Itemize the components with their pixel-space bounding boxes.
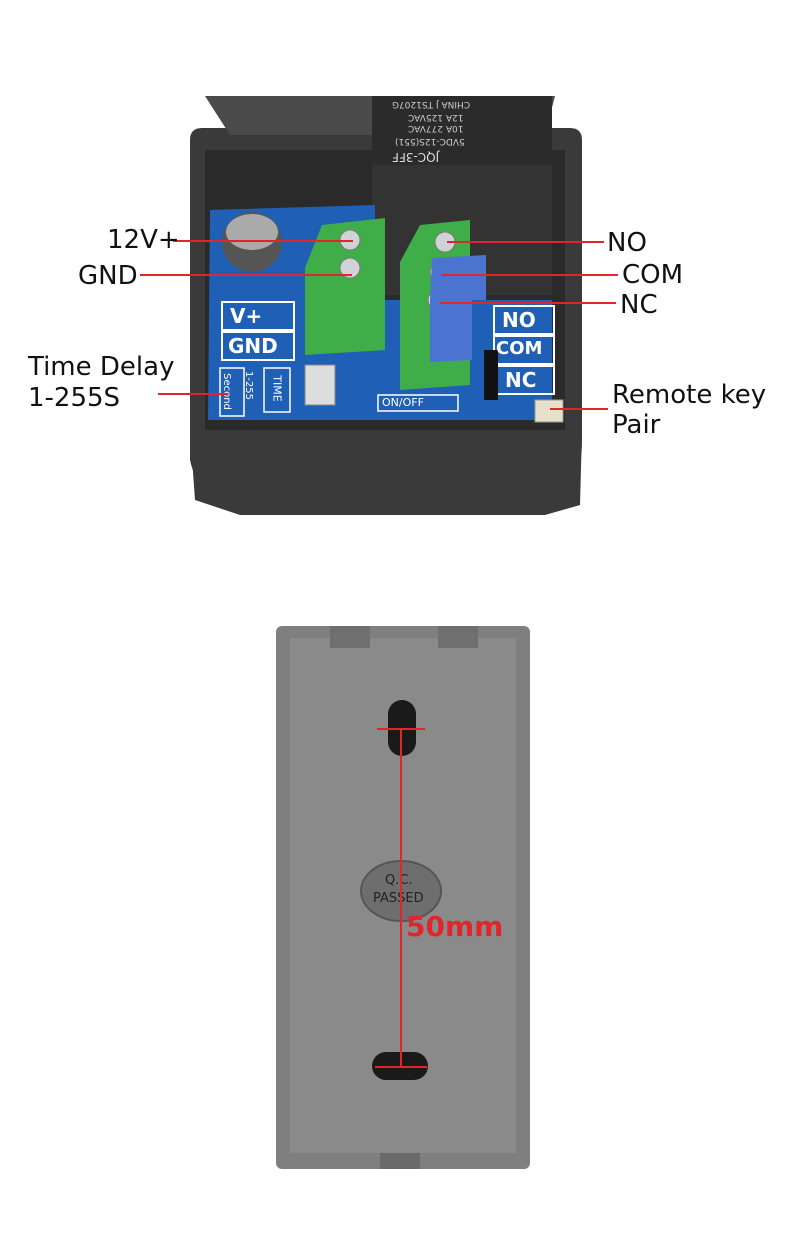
relay-model: 5VDC-12S(551) [395,136,465,146]
callout-line-remote [550,408,608,410]
relay-module-photo [190,96,582,515]
callout-no: NO [607,228,647,258]
callout-gnd: GND [78,261,138,291]
pcb-label-vplus: V+ [230,304,263,328]
dimension-line [400,728,402,1066]
relay-rating-2: 12A 125VAC [408,112,464,122]
relay-origin: CHINA J TS1207G [392,99,471,109]
dimension-tick-bottom [375,1066,427,1068]
callout-line-no [447,241,604,243]
callout-line-time [158,393,228,395]
callout-remote-key: Remote key [612,380,767,410]
pcb-label-range: 1-255 [243,370,255,401]
pcb-label-on-off: ON/OFF [382,396,424,409]
qc-stamp-line1: Q.C. [385,873,413,888]
pcb-label-com: COM [496,338,543,359]
callout-pair: Pair [612,410,661,440]
callout-time-delay: Time Delay [28,352,175,382]
pcb-label-time: TIME [270,375,284,402]
callout-line-gnd [140,274,352,276]
callout-time-range: 1-255S [28,383,121,413]
qc-stamp-line2: PASSED [373,891,424,906]
callout-12v: 12V+ [107,225,180,255]
pcb-label-nc: NC [505,368,537,392]
pcb-label-gnd: GND [228,334,278,358]
callout-line-com [442,274,618,276]
callout-nc: NC [620,290,658,320]
dimension-label: 50mm [406,910,504,943]
callout-com: COM [622,260,684,290]
relay-rating-1: 10A 277VAC [408,123,464,133]
callout-line-12v [173,240,353,242]
pcb-label-second: Second [220,373,232,410]
pcb-label-no: NO [502,308,536,332]
relay-brand: JQC-3FF [392,150,440,164]
callout-line-nc [440,302,616,304]
